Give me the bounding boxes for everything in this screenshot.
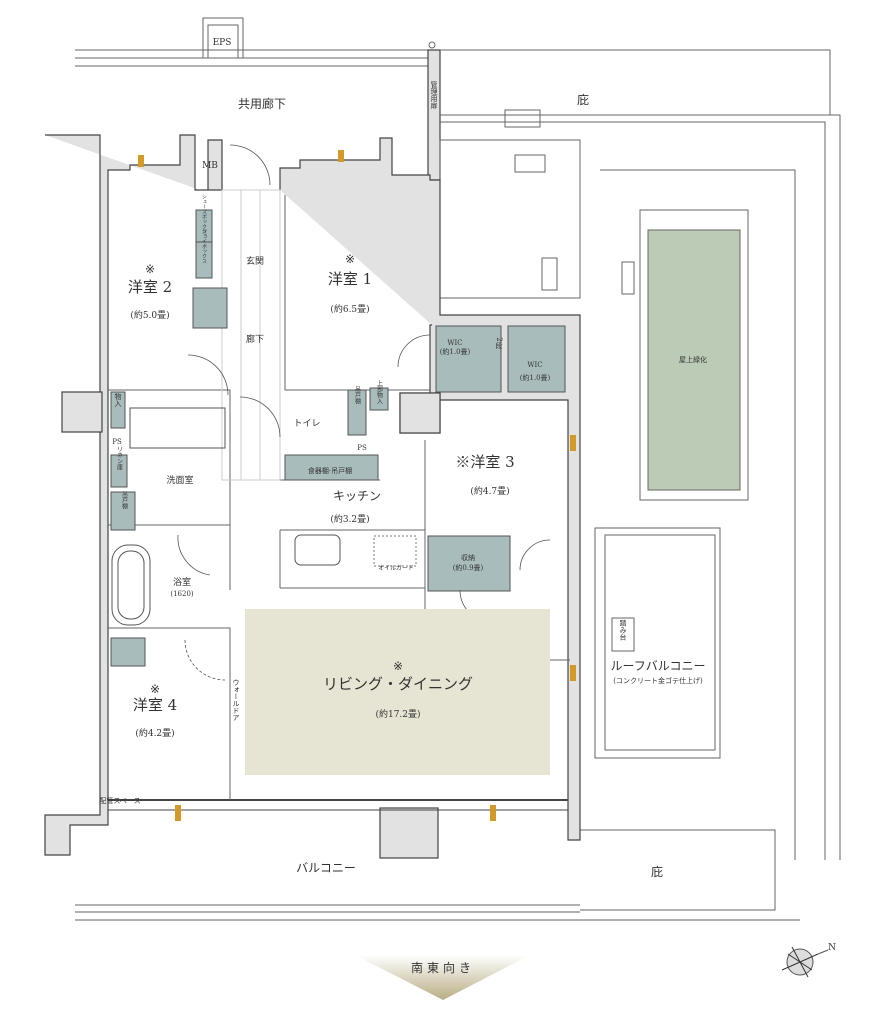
entrance-label: 玄関 [246,255,264,267]
compass-north-label: N [828,943,836,953]
hanging-cabinet-label: 吊戸棚 [121,491,128,510]
wall-door-label: ウォールドア [232,679,240,721]
storage-units [110,209,566,667]
room-mark: ※ [145,262,155,276]
roof-balcony-note: (コンクリート金ゴテ仕上げ) [613,676,703,685]
window-markers [138,150,576,821]
greenery-label: 屋上緑化 [679,355,707,364]
shoes-box-label: シューズボックス [201,194,207,234]
balcony-label: バルコニー [296,861,356,875]
eps-label: EPS [213,38,232,48]
upper-storage-label: 上部物入 [376,379,383,404]
mgmt-wall [427,49,441,181]
room-western3-name: ※洋室 3 [455,453,514,471]
hallway-tiles [221,189,281,481]
room-mark: ※ [345,252,355,266]
roof-area [428,41,841,911]
toilet-label: トイレ [293,419,320,429]
living-dining-floor [245,609,550,775]
room-western4-name: 洋室 4 [133,696,177,714]
shoes-box2-label: ジョイボックス [201,229,207,264]
room-kitchen-size: (約3.2畳) [330,513,369,525]
room-western1-size: (約6.5畳) [330,303,369,315]
mb-label: MB [202,161,218,171]
room-western2-name: 洋室 2 [128,278,172,296]
balcony-area [75,904,800,921]
ps1-label: PS [112,438,122,446]
closet-label: 収納 [461,553,475,562]
wic2-size: (約1.0畳) [520,373,551,382]
room-mark: ※ [150,682,160,696]
bath-size: (1620) [170,590,194,598]
corridor-railing [75,17,440,67]
cupboard-label: 食器棚·吊戸棚 [308,466,352,475]
orientation-arrow [355,955,530,1000]
room-kitchen-name: キッチン [333,489,381,503]
eaves-top-label: 庇 [577,92,589,107]
room-living-size: (約17.2畳) [375,708,420,720]
rooftop-greenery [647,229,741,491]
hallway-label: 廊下 [246,333,264,345]
closet-size: (約0.9畳) [453,563,484,572]
toilet-cabinet-label: 吊戸棚 [354,386,361,405]
wic1-note: 2段 [495,337,503,350]
wic1-label: WIC [447,339,462,347]
bath-label: 浴室 [173,576,191,588]
compass-icon [781,946,829,978]
washroom-label: 洗面室 [166,474,193,486]
room-western2-size: (約5.0畳) [130,309,169,321]
mgmt-door-label: 管理用扉 [430,80,438,110]
piping-space-label: 配管スペース [99,796,140,805]
room-western4-size: (約4.2畳) [135,727,174,739]
orientation-label: 南東向き [411,960,475,975]
oil-guard-label: オイルガード [378,564,414,572]
room-living-name: リビング・ダイニング [323,675,473,693]
step-platform-label: 踏み台 [619,619,627,642]
storage-small-label: 物入 [114,392,122,407]
roof-balcony-label: ルーフバルコニー [610,659,705,673]
eaves-bottom-label: 庇 [651,864,663,879]
ps2-label: PS [357,444,367,452]
linen-label: リネン庫 [116,446,123,471]
common-corridor-label: 共用廊下 [238,96,286,111]
room-mark: ※ [393,659,403,673]
room-western1-name: 洋室 1 [328,270,372,288]
room-western3-size: (約4.7畳) [470,485,509,497]
wic1-size: (約1.0畳) [440,347,471,356]
wic2-label: WIC [527,361,542,369]
